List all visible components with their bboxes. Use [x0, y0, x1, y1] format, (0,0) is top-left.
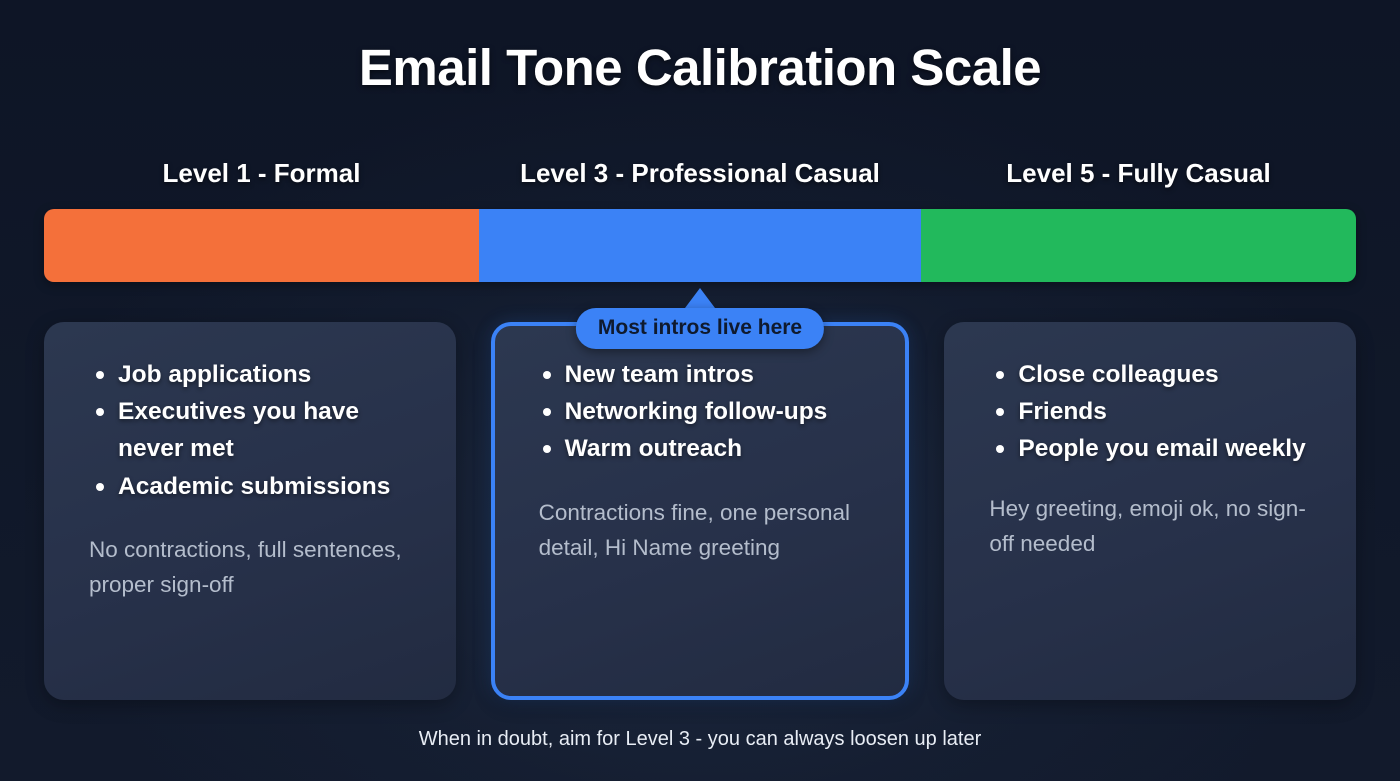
scale-label-level1: Level 1 - Formal — [162, 158, 361, 188]
list-item: Academic submissions — [96, 468, 430, 505]
scale-segment-level3[interactable] — [479, 209, 921, 282]
scale-label-row: Level 1 - Formal Level 3 - Professional … — [44, 158, 1356, 189]
tone-card-level1[interactable]: Job applications Executives you have nev… — [44, 322, 456, 700]
list-item: Friends — [996, 393, 1330, 430]
list-item: Warm outreach — [542, 430, 884, 467]
scale-segment-level1[interactable] — [44, 209, 479, 282]
scale-segment-level5[interactable] — [921, 209, 1356, 282]
page-title: Email Tone Calibration Scale — [358, 39, 1042, 96]
list-item: People you email weekly — [996, 430, 1330, 467]
callout-badge: Most intros live here — [575, 308, 825, 349]
list-item: Job applications — [96, 356, 430, 393]
tone-card-level3[interactable]: New team intros Networking follow-ups Wa… — [490, 322, 910, 700]
tone-card-level3-list: New team intros Networking follow-ups Wa… — [542, 356, 884, 468]
list-item: Close colleagues — [996, 356, 1330, 393]
tone-card-level5-list: Close colleagues Friends People you emai… — [996, 356, 1330, 468]
tone-card-level5[interactable]: Close colleagues Friends People you emai… — [944, 322, 1357, 700]
tone-card-level1-list: Job applications Executives you have nev… — [96, 356, 430, 505]
footer-note: When in doubt, aim for Level 3 - you can… — [418, 728, 982, 750]
list-item: New team intros — [542, 356, 884, 393]
tone-scale-bar — [44, 209, 1356, 282]
scale-label-level3: Level 3 - Professional Casual — [520, 158, 880, 188]
list-item: Executives you have never met — [96, 393, 430, 467]
scale-label-level5: Level 5 - Fully Casual — [1006, 158, 1271, 188]
callout-arrow-icon — [685, 288, 715, 308]
tone-card-level1-note: No contractions, full sentences, proper … — [89, 536, 402, 597]
tone-card-row: Job applications Executives you have nev… — [44, 322, 1357, 700]
tone-card-level3-note: Contractions fine, one personal detail, … — [538, 499, 851, 560]
tone-card-level5-note: Hey greeting, emoji ok, no sign-off need… — [989, 495, 1306, 556]
list-item: Networking follow-ups — [542, 393, 884, 430]
